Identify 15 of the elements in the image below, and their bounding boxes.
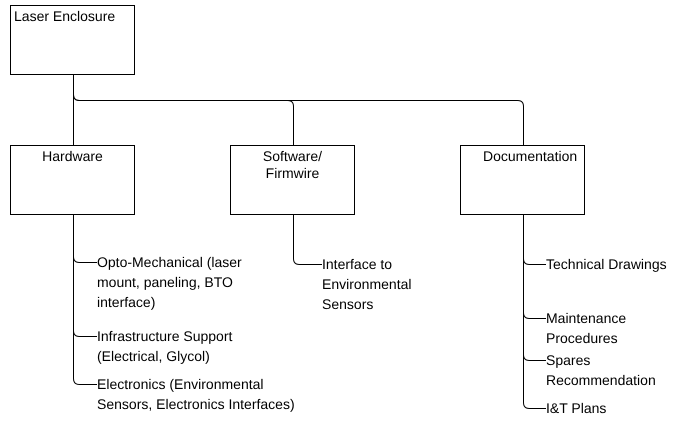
branch-label: Spares Recommendation [546, 350, 666, 390]
branch-label: Electronics (Environmental Sensors, Electronics Interfaces) [97, 374, 322, 414]
branch-label: Infrastructure Support (Electrical, Glycol) [97, 326, 267, 366]
connector-line [293, 214, 322, 265]
connector-line [523, 214, 546, 409]
process-box: Software/ Firmwire [230, 145, 355, 215]
branch-label: I&T Plans [546, 398, 656, 418]
process-box: Documentation [460, 145, 585, 215]
branch-label: Opto-Mechanical (laser mount, paneling, BTO interface) [97, 252, 267, 312]
connector-line [73, 214, 98, 385]
branch-label: Interface to Environmental Sensors [322, 254, 452, 314]
process-box: Laser Enclosure [10, 5, 135, 75]
process-box: Hardware [10, 145, 135, 215]
branch-label: Technical Drawings [546, 254, 686, 274]
branch-label: Maintenance Procedures [546, 308, 656, 348]
